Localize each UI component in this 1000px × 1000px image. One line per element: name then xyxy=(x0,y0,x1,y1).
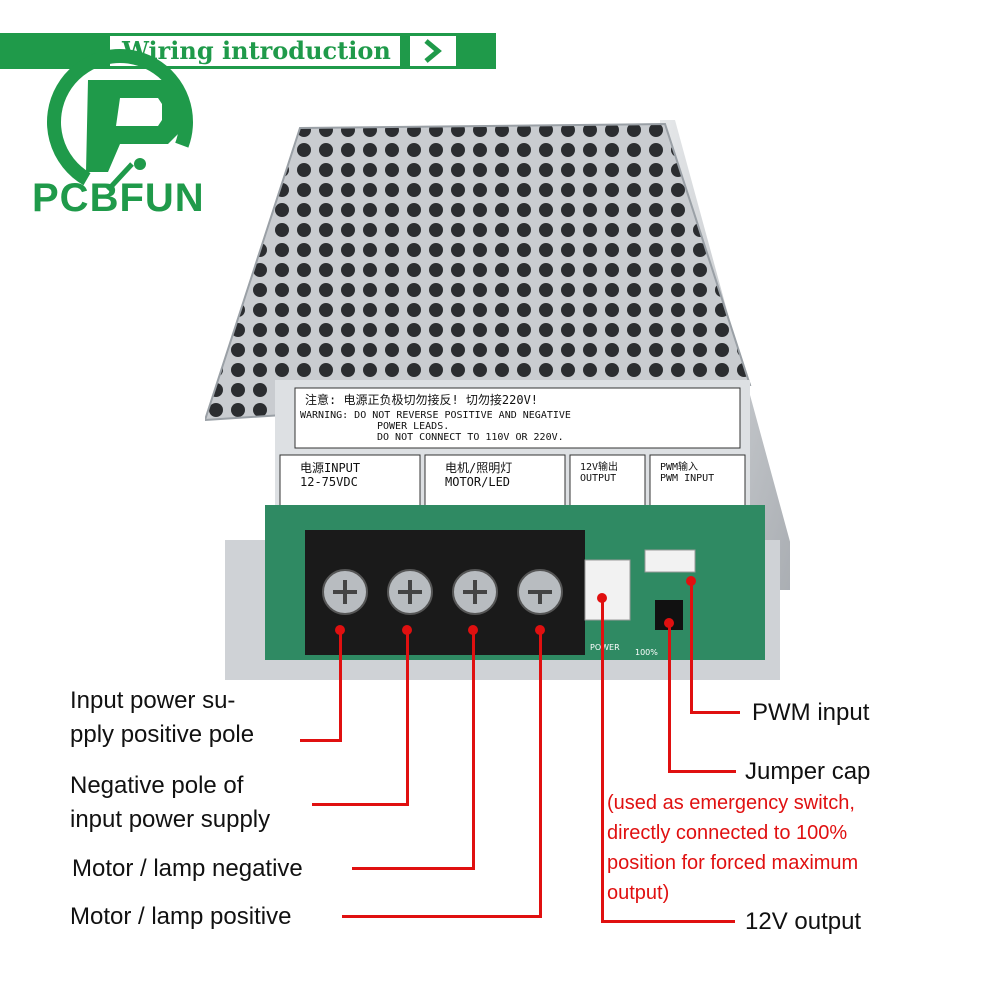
motor-pos-line-h xyxy=(342,915,542,918)
jumper-line-v xyxy=(668,623,671,773)
jumper-cap-note: (used as emergency switch, directly conn… xyxy=(607,792,859,904)
motor-neg-line-v xyxy=(472,630,475,870)
label-jumper-cap: Jumper cap xyxy=(745,758,871,785)
motor-pos-line-v xyxy=(539,630,542,918)
pwm-line-h xyxy=(690,711,740,714)
pwm-line-v xyxy=(690,581,693,714)
banner-title: Wiring introduction xyxy=(110,36,400,66)
label-input-negative: Negative pole of input power supply xyxy=(70,772,271,833)
warning-en-1: WARNING: DO NOT REVERSE POSITIVE AND NEG… xyxy=(300,410,571,421)
warning-en-3: DO NOT CONNECT TO 110V OR 220V. xyxy=(377,432,564,443)
term-input-cn: 电源INPUT xyxy=(300,461,360,475)
term-12v-cn: 12V输出 xyxy=(580,460,618,473)
input-pos-line-h xyxy=(300,739,342,742)
label-12v-output: 12V output xyxy=(745,908,862,935)
controller-device: 注意: 电源正负极切勿接反! 切勿接220V! WARNING: DO NOT … xyxy=(205,120,790,680)
label-input-positive: Input power su- pply positive pole xyxy=(70,687,255,748)
jumper-line-h xyxy=(668,770,736,773)
term-motor-en: MOTOR/LED xyxy=(445,475,510,489)
label-motor-positive: Motor / lamp positive xyxy=(70,903,292,930)
pcbfun-logo-icon xyxy=(47,49,193,195)
label-pwm-input: PWM input xyxy=(752,699,870,726)
output-12v-line-h xyxy=(601,920,735,923)
warning-cn: 注意: 电源正负极切勿接反! 切勿接220V! xyxy=(305,392,538,407)
input-pos-line-v xyxy=(339,630,342,742)
input-neg-line-h xyxy=(312,803,409,806)
term-pwm-cn: PWM输入 xyxy=(660,460,698,473)
term-input-range: 12-75VDC xyxy=(300,475,358,489)
motor-neg-line-h xyxy=(352,867,475,870)
output-12v-line-v xyxy=(601,598,604,923)
input-neg-line-v xyxy=(406,630,409,806)
label-motor-negative: Motor / lamp negative xyxy=(72,855,303,882)
pcb-100-label: 100% xyxy=(635,648,658,657)
pcb-power-label: POWER xyxy=(590,643,620,652)
chevron-right-icon xyxy=(410,36,456,66)
brand-name: PCBFUN xyxy=(32,176,205,220)
term-12v-en: OUTPUT xyxy=(580,473,616,484)
term-motor-cn: 电机/照明灯 xyxy=(445,461,512,475)
term-pwm-en: PWM INPUT xyxy=(660,473,714,484)
warning-en-2: POWER LEADS. xyxy=(377,421,449,432)
